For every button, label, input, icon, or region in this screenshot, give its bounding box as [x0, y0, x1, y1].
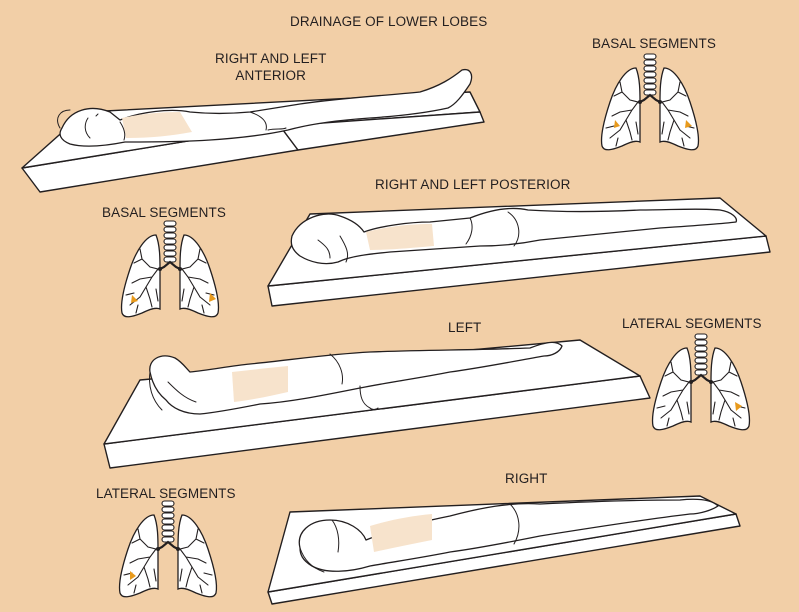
lung-diagram-basal-2: [121, 221, 218, 317]
patient-prone-posterior: [268, 198, 770, 306]
lung-diagram-lateral-1: [652, 334, 749, 430]
patient-sidelying-left: [104, 340, 650, 468]
patient-sidelying-right: [268, 496, 740, 604]
lung-diagram-lateral-2: [119, 501, 216, 597]
lung-diagram-basal-1: [601, 54, 698, 150]
patient-supine-anterior: [22, 70, 484, 192]
